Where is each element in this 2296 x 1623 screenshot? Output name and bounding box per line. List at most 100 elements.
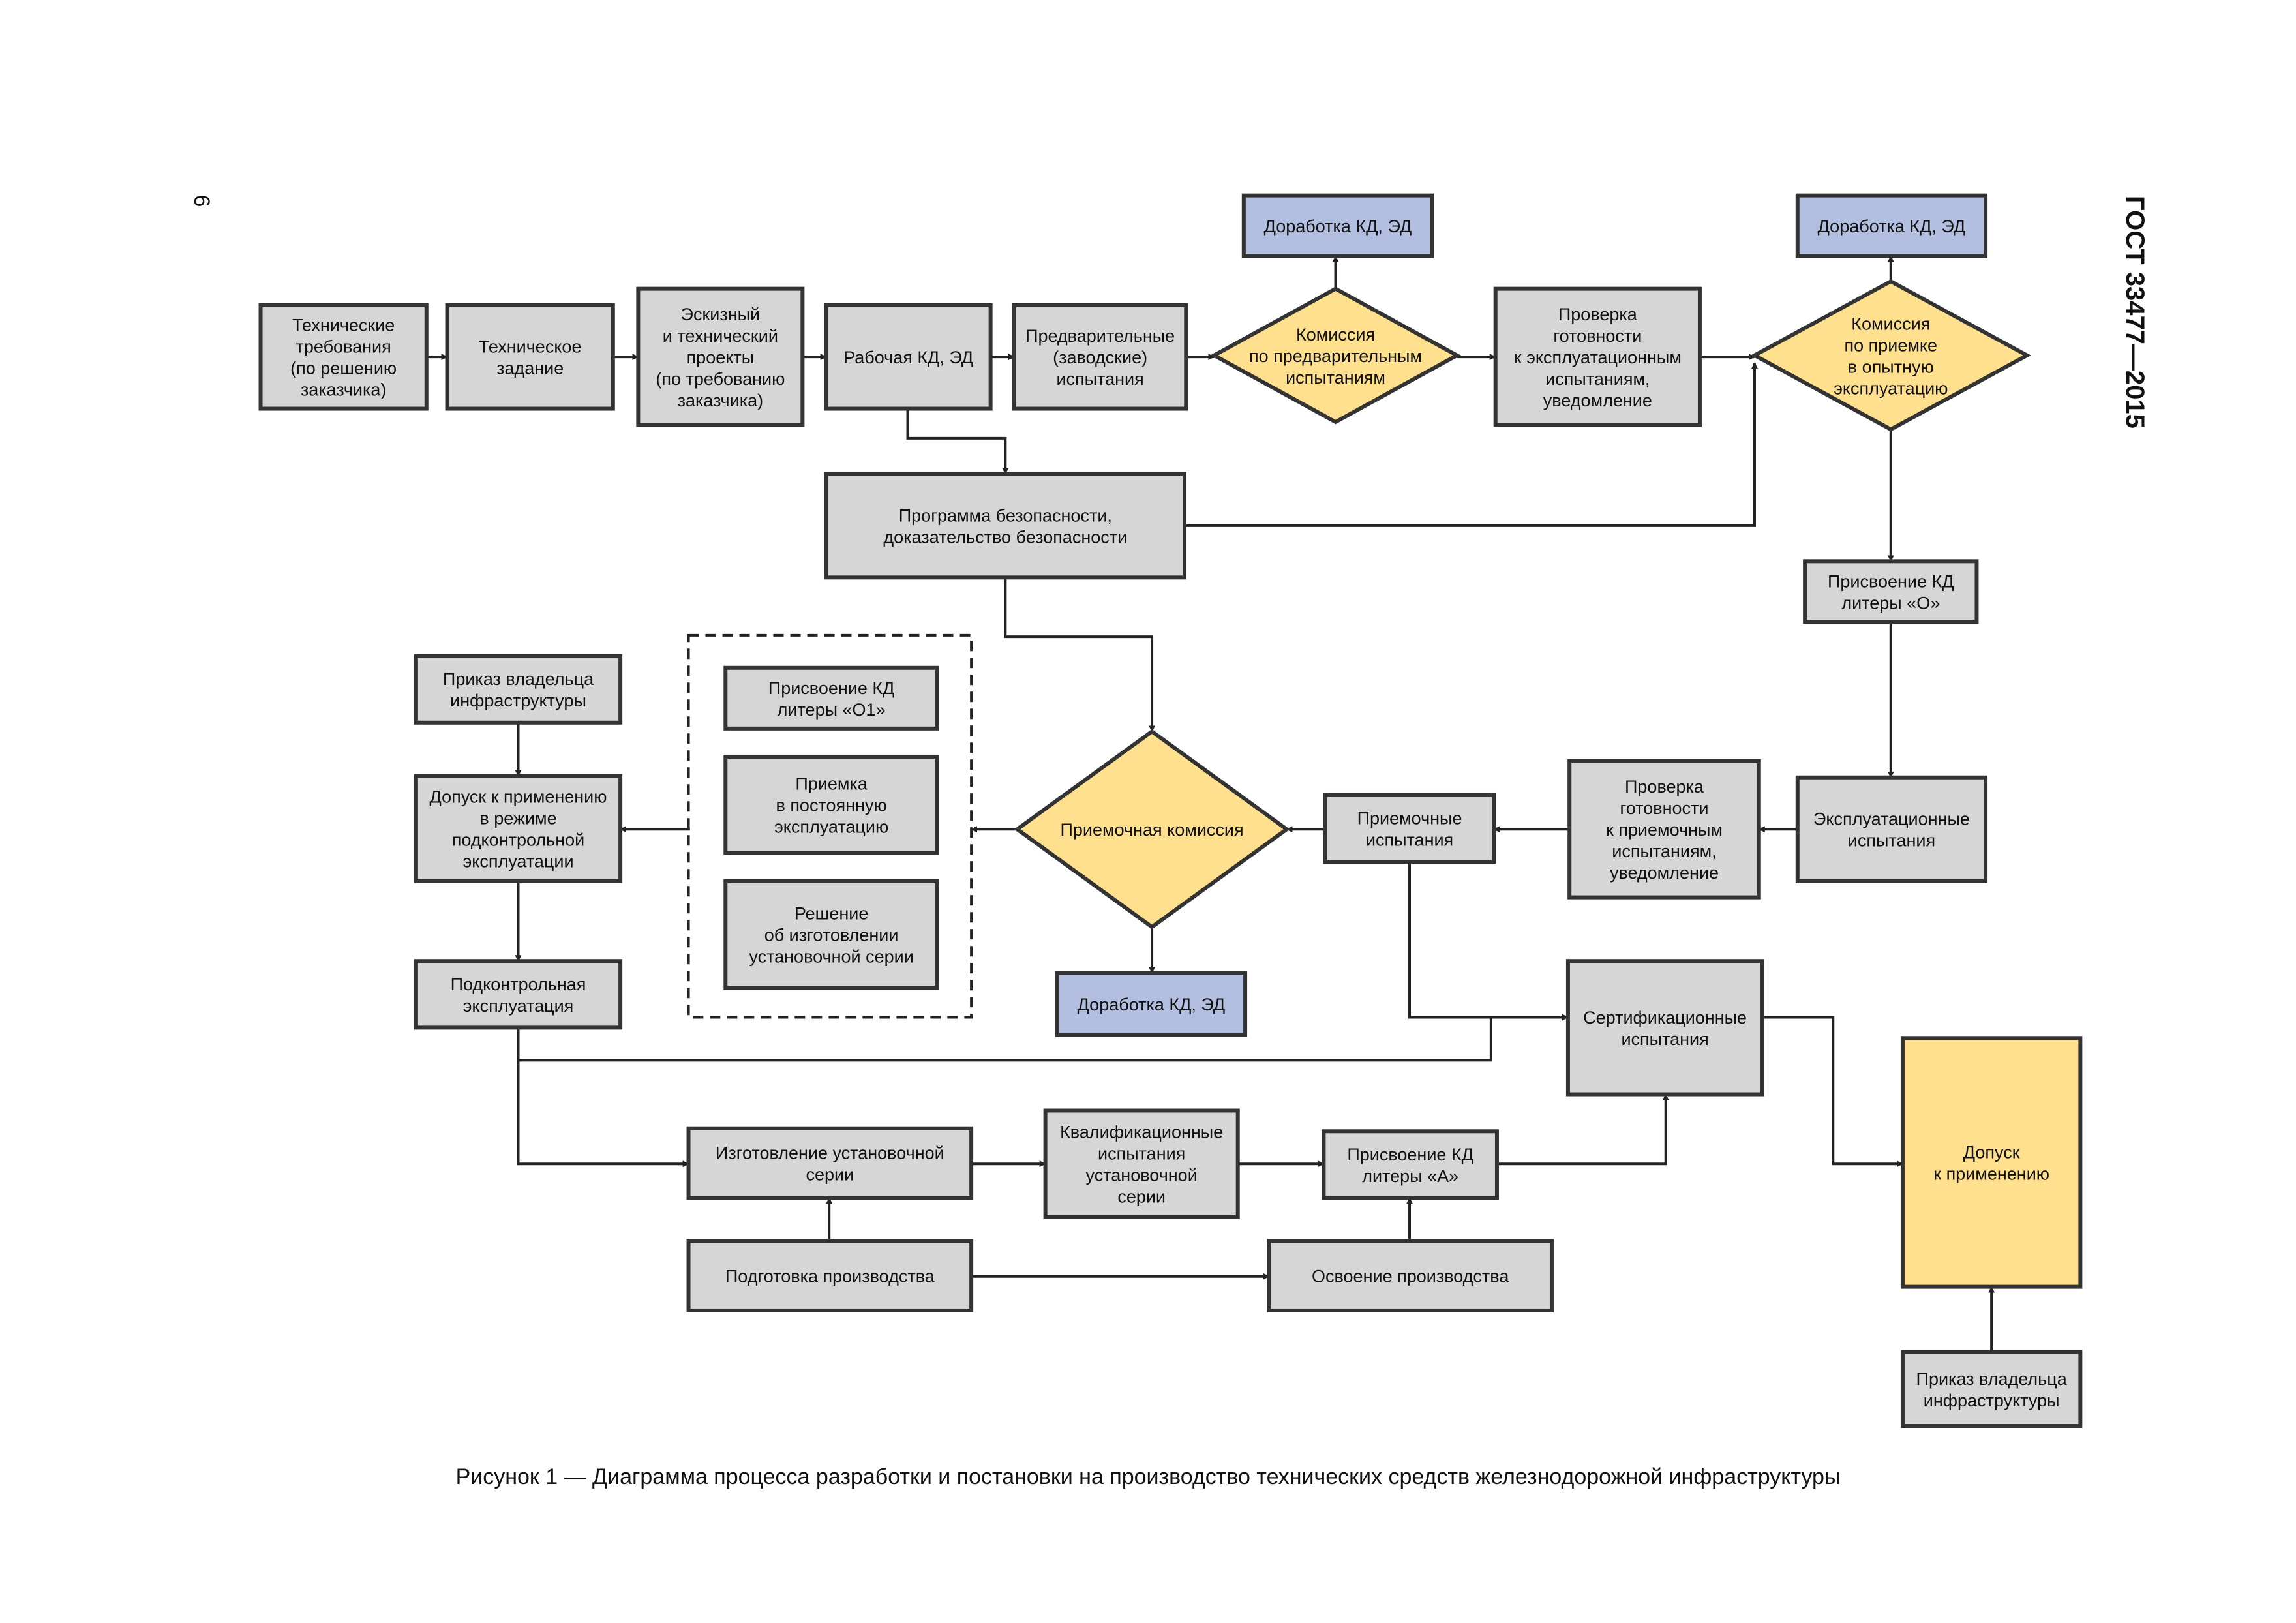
node-working-kd bbox=[824, 303, 993, 411]
node-preliminary-tests bbox=[1012, 303, 1188, 411]
node-decision-series bbox=[723, 879, 939, 990]
node-readiness-check-2-label: уведомление bbox=[1610, 863, 1719, 883]
connector-arrow bbox=[1185, 362, 1758, 527]
node-assign-o-label: литеры «О» bbox=[1841, 593, 1940, 613]
node-manufacture-series bbox=[686, 1126, 974, 1200]
node-rework-2-label: Доработка КД, ЭД bbox=[1818, 217, 1966, 236]
node-production-mastering-label: Освоение производства bbox=[1312, 1267, 1509, 1286]
node-controlled-operation bbox=[414, 959, 623, 1030]
node-assign-o-label: Присвоение КД bbox=[1828, 571, 1954, 591]
node-tech-req-label: требования bbox=[296, 337, 391, 357]
node-admission-final-label: Допуск bbox=[1963, 1142, 2020, 1162]
node-rework-2 bbox=[1795, 193, 1988, 258]
node-readiness-check-1-label: готовности bbox=[1553, 326, 1642, 346]
connectors bbox=[426, 255, 1995, 1352]
node-tech-req-label: (по решению bbox=[290, 359, 397, 378]
node-manufacture-series-label: Изготовление установочной bbox=[716, 1144, 944, 1163]
node-acceptance-tests bbox=[1323, 793, 1496, 864]
node-rework-3 bbox=[1055, 971, 1248, 1037]
node-readiness-check-2-label: Проверка bbox=[1625, 777, 1704, 796]
node-acceptance-tests-label: Приемочные bbox=[1357, 809, 1462, 828]
node-admission-final bbox=[1900, 1036, 2083, 1289]
node-accept-permanent-label: Приемка bbox=[795, 774, 868, 794]
node-qualification-tests-label: Квалификационные bbox=[1060, 1123, 1223, 1142]
node-readiness-check-1-label: Проверка bbox=[1558, 305, 1638, 324]
node-readiness-check-2 bbox=[1567, 759, 1761, 900]
node-acceptance-tests-label: испытания bbox=[1366, 830, 1453, 850]
node-qualification-tests-label: серии bbox=[1117, 1187, 1166, 1207]
node-working-kd-label: Рабочая КД, ЭД bbox=[843, 348, 973, 367]
node-owner-order-2-label: инфраструктуры bbox=[1924, 1391, 2060, 1410]
node-tech-req-label: Технические bbox=[292, 316, 395, 335]
node-commission-trial-label: по приемке bbox=[1845, 335, 1938, 355]
node-owner-order-2-label: Приказ владельца bbox=[1916, 1369, 2068, 1389]
node-preliminary-tests-label: (заводские) bbox=[1053, 348, 1147, 367]
node-owner-order-2 bbox=[1900, 1350, 2083, 1429]
node-production-mastering bbox=[1267, 1239, 1554, 1312]
node-acceptance-commission-label: Приемочная комиссия bbox=[1061, 820, 1244, 840]
node-assign-o1-label: литеры «О1» bbox=[778, 700, 886, 720]
node-admission-controlled bbox=[414, 774, 623, 883]
node-commission-trial-label: эксплуатацию bbox=[1834, 378, 1948, 398]
node-operational-tests bbox=[1795, 775, 1988, 883]
standard-designation: ГОСТ 33477—2015 bbox=[2121, 196, 2149, 429]
node-assign-a-label: литеры «А» bbox=[1362, 1166, 1458, 1186]
figure-caption: Рисунок 1 — Диаграмма процесса разработк… bbox=[456, 1464, 1841, 1489]
node-commission-trial bbox=[1750, 279, 2031, 432]
node-preliminary-tests-label: испытания bbox=[1056, 369, 1143, 389]
node-operational-tests-label: испытания bbox=[1848, 831, 1935, 851]
node-assign-o1-label: Присвоение КД bbox=[768, 678, 895, 698]
node-owner-order-1 bbox=[414, 654, 623, 725]
node-tech-task-label: задание bbox=[496, 359, 564, 378]
node-qualification-tests-label: испытания bbox=[1098, 1144, 1185, 1164]
node-rework-1 bbox=[1241, 193, 1434, 258]
connector-arrow bbox=[517, 1027, 689, 1168]
connector-arrow bbox=[1004, 577, 1156, 733]
node-decision-series-label: Решение bbox=[794, 903, 869, 923]
connector-arrow bbox=[1762, 1016, 1903, 1168]
node-accept-permanent bbox=[723, 754, 939, 855]
node-admission-controlled-label: подконтрольной bbox=[452, 830, 584, 850]
node-commission-prelim-label: по предварительным bbox=[1249, 346, 1422, 366]
node-acceptance-commission bbox=[1014, 729, 1290, 930]
node-readiness-check-1-label: испытаниям, bbox=[1545, 369, 1650, 389]
node-commission-prelim-label: испытаниям bbox=[1286, 368, 1385, 387]
node-production-prep bbox=[686, 1239, 974, 1312]
node-accept-permanent-label: эксплуатацию bbox=[774, 817, 888, 837]
node-sketch-label: Эскизный bbox=[681, 305, 761, 324]
node-readiness-check-2-label: готовности bbox=[1620, 798, 1708, 818]
node-decision-series-label: об изготовлении bbox=[764, 925, 899, 945]
labels: Технические требования (по решению заказчик… bbox=[290, 217, 2068, 1410]
node-safety-program-label: доказательство безопасности bbox=[883, 527, 1127, 547]
node-sketch-label: и технический bbox=[663, 326, 778, 346]
node-controlled-operation-label: Подконтрольная bbox=[451, 975, 586, 994]
node-tech-req-label: заказчика) bbox=[301, 380, 387, 400]
node-admission-final-label: к применению bbox=[1933, 1164, 2049, 1183]
node-commission-prelim bbox=[1210, 286, 1461, 425]
node-admission-controlled-label: эксплуатации bbox=[462, 852, 573, 872]
connector-arrow bbox=[1408, 862, 1569, 1021]
node-sketch-label: проекты bbox=[687, 348, 755, 367]
node-commission-trial-label: в опытную bbox=[1848, 357, 1934, 376]
node-tech-task-label: Техническое bbox=[479, 337, 582, 357]
node-sketch bbox=[636, 286, 805, 427]
node-commission-trial-label: Комиссия bbox=[1851, 314, 1930, 333]
nodes bbox=[258, 193, 2083, 1429]
node-owner-order-1-label: инфраструктуры bbox=[450, 691, 586, 710]
connector-arrow bbox=[518, 1017, 1492, 1062]
node-qualification-tests-label: установочной bbox=[1086, 1166, 1198, 1185]
node-sketch-label: (по требованию bbox=[656, 369, 785, 389]
node-operational-tests-label: Эксплуатационные bbox=[1813, 810, 1970, 829]
node-readiness-check-1-label: к эксплуатационным bbox=[1514, 348, 1682, 367]
node-readiness-check-2-label: испытаниям, bbox=[1612, 842, 1716, 861]
node-tech-task bbox=[445, 303, 615, 411]
node-rework-1-label: Доработка КД, ЭД bbox=[1264, 217, 1412, 236]
node-controlled-operation-label: эксплуатация bbox=[463, 996, 574, 1016]
node-commission-prelim-label: Комиссия bbox=[1296, 325, 1375, 344]
node-assign-a bbox=[1322, 1129, 1499, 1200]
node-decision-series-label: установочной серии bbox=[749, 947, 913, 966]
page-number: 6 bbox=[189, 195, 214, 207]
node-accept-permanent-label: в постоянную bbox=[776, 796, 886, 815]
